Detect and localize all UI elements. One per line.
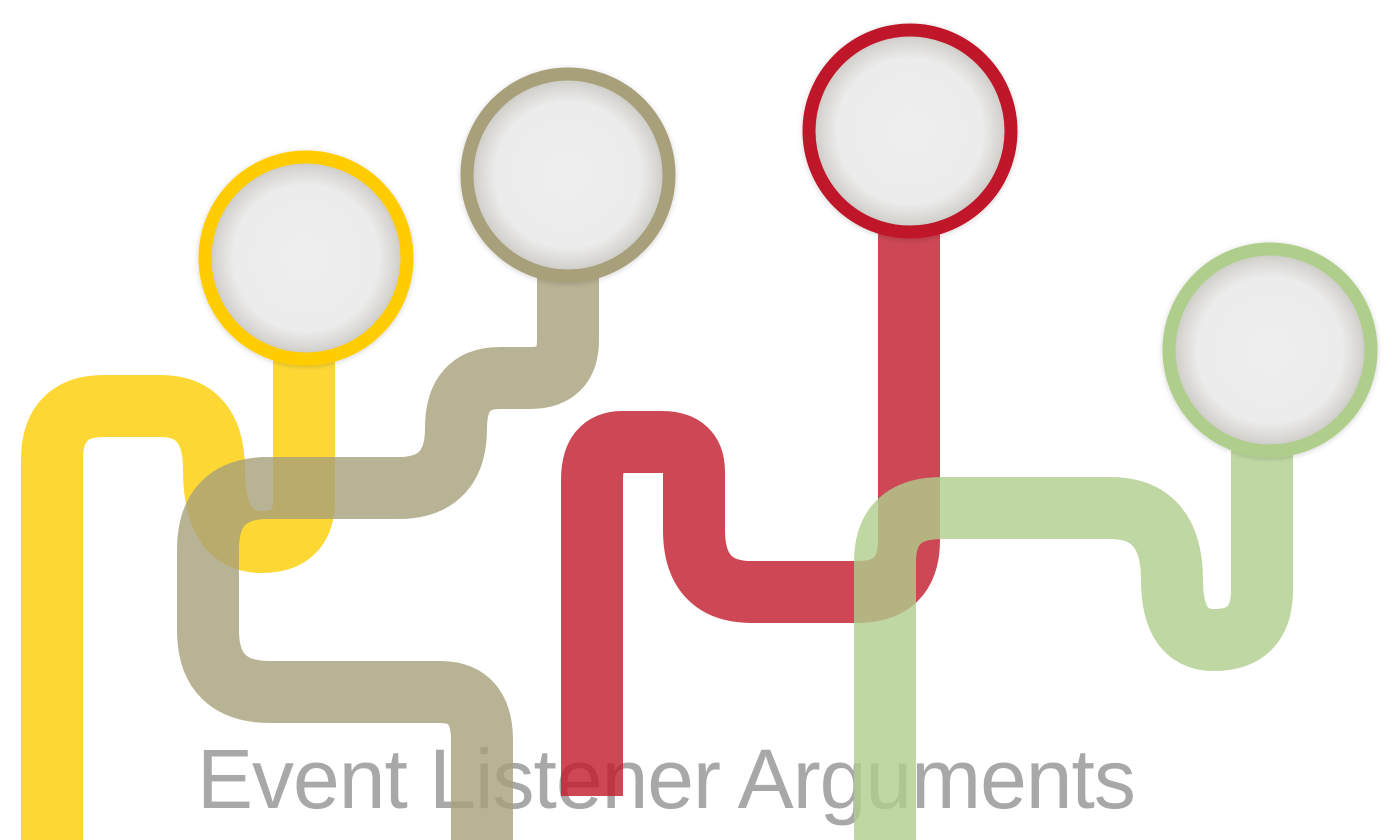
green-pipe bbox=[854, 440, 1293, 840]
khaki-pipe bbox=[177, 270, 599, 840]
yellow-node-button[interactable] bbox=[198, 150, 414, 366]
red-node-button[interactable] bbox=[802, 23, 1018, 239]
green-node-button[interactable] bbox=[1162, 242, 1378, 458]
khaki-node-button[interactable] bbox=[460, 67, 676, 283]
slide-title: Event Listener Arguments bbox=[197, 732, 1136, 826]
yellow-pipe bbox=[21, 350, 335, 840]
